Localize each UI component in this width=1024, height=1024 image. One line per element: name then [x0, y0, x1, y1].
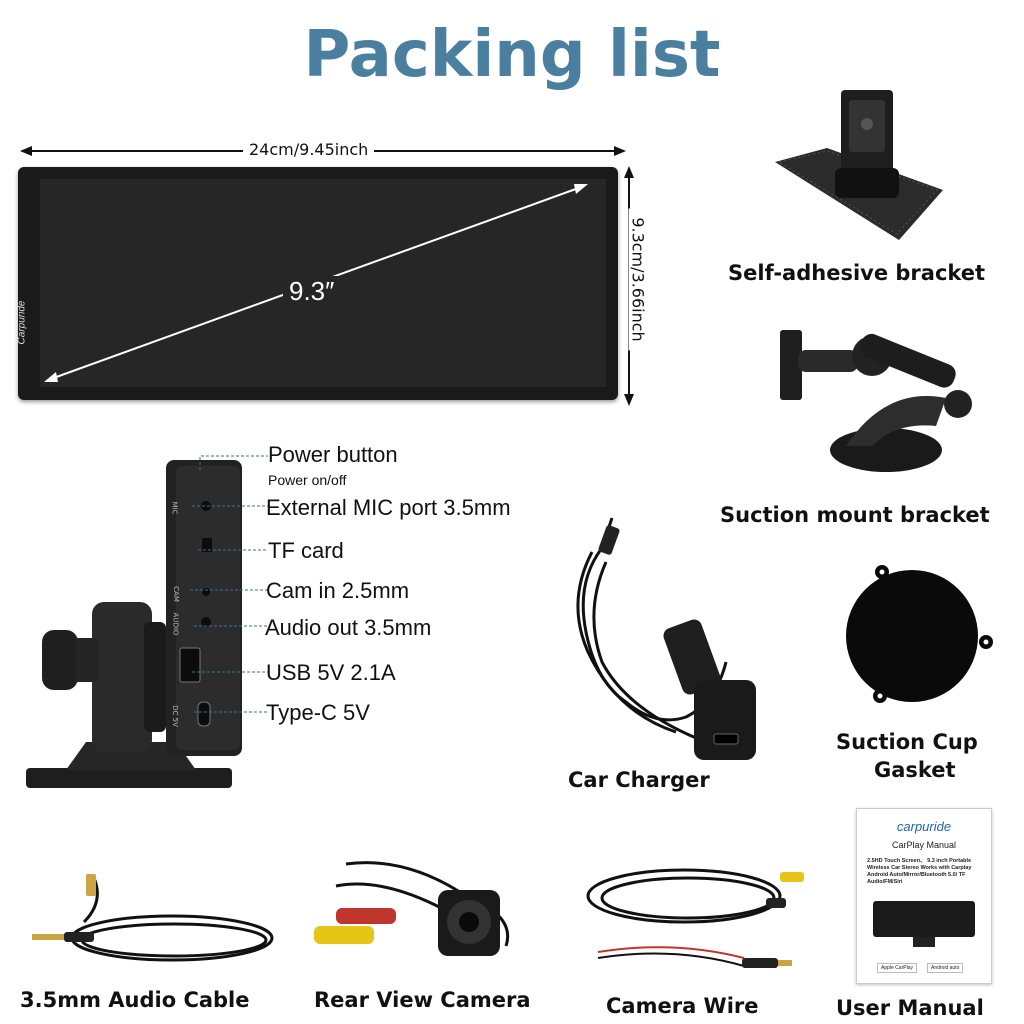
- device-side-label-audio: AUDIO: [171, 612, 180, 636]
- port-mic: External MIC port 3.5mm: [266, 495, 511, 520]
- port-tf-card: TF card: [268, 538, 344, 563]
- manual-title: CarPlay Manual: [891, 840, 957, 850]
- self-adhesive-bracket-image: [775, 90, 943, 240]
- width-label: 24cm/9.45inch: [243, 140, 375, 159]
- manual-screen-thumbnail: [873, 901, 975, 937]
- user-manual-image: carpuride CarPlay Manual 2.5HD Touch Scr…: [856, 808, 992, 984]
- car-charger-image: [576, 517, 756, 760]
- diagonal-label: 9.3″: [283, 276, 341, 307]
- port-usb: USB 5V 2.1A: [266, 660, 396, 685]
- device-side-label-mic: MIC: [170, 501, 179, 515]
- device-side-label-cam: CAM: [171, 586, 180, 602]
- port-power-button-sub: Power on/off: [268, 472, 347, 488]
- audio-cable-image: [32, 874, 274, 962]
- suction-cup-gasket-caption-line2: Gasket: [874, 758, 956, 782]
- camera-wire-image: [586, 868, 804, 968]
- rear-view-camera-caption: Rear View Camera: [314, 988, 531, 1012]
- port-power-button: Power button: [268, 442, 398, 467]
- manual-text: 2.5HD Touch Screen、 9.3 inch Portable Wi…: [867, 858, 972, 885]
- self-adhesive-bracket-caption: Self-adhesive bracket: [728, 261, 986, 285]
- port-cam-in: Cam in 2.5mm: [266, 578, 410, 603]
- car-charger-caption: Car Charger: [568, 768, 710, 792]
- suction-cup-gasket-caption-line1: Suction Cup: [836, 730, 978, 754]
- manual-badge-android: Android auto: [927, 963, 964, 973]
- device-side-image: [26, 460, 242, 788]
- suction-cup-gasket-image: [846, 565, 993, 703]
- manual-badge-carplay: Apple CarPlay: [877, 963, 917, 973]
- port-audio-out: Audio out 3.5mm: [265, 615, 432, 640]
- manual-screen-stand: [913, 937, 935, 947]
- camera-wire-caption: Camera Wire: [606, 994, 759, 1018]
- suction-mount-bracket-caption: Suction mount bracket: [720, 503, 990, 527]
- port-leader-lines: [190, 455, 268, 713]
- device-side-label-dc: DC 5V: [170, 705, 179, 727]
- audio-cable-caption: 3.5mm Audio Cable: [20, 988, 250, 1012]
- user-manual-caption: User Manual: [836, 996, 984, 1020]
- screen-brand: Carpuride: [16, 300, 28, 345]
- rear-view-camera-image: [314, 861, 509, 956]
- port-type-c: Type-C 5V: [266, 700, 370, 725]
- page-title: Packing list: [303, 18, 721, 92]
- height-label: 9.3cm/3.66inch: [628, 208, 648, 351]
- suction-mount-bracket-image: [780, 330, 972, 472]
- manual-brand: carpuride: [896, 819, 952, 834]
